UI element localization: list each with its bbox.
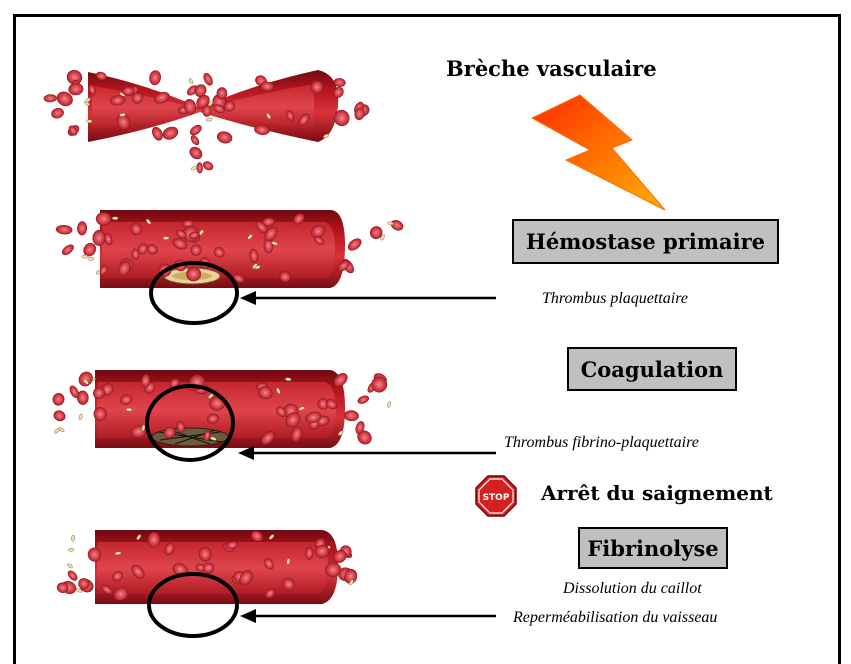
caption-primary-hemostasis: Thrombus plaquettaire [542, 290, 688, 308]
diagram-title: Brèche vasculaire [446, 56, 657, 81]
step-box-coagulation: Coagulation [567, 347, 737, 391]
stop-sign-icon: STOP [476, 476, 516, 516]
lightning-icon [532, 95, 665, 210]
caption-coagulation: Thrombus fibrino-plaquettaire [504, 434, 699, 452]
arrow-left-icon [240, 609, 496, 623]
vessel-4-fibrinolysis [95, 530, 338, 604]
arrow-left-icon [240, 291, 496, 305]
caption-fibrinolysis-1: Dissolution du caillot [563, 580, 702, 598]
stop-sign-text: STOP [483, 493, 510, 503]
step-box-primary-hemostasis: Hémostase primaire [512, 219, 779, 264]
arrow-left-icon [238, 446, 496, 460]
caption-fibrinolysis-2: Reperméabilisation du vaisseau [513, 609, 717, 627]
step-box-fibrinolysis: Fibrinolyse [578, 527, 728, 569]
blood-cells-decoration [44, 68, 405, 604]
stop-bleeding-label: Arrêt du saignement [541, 481, 773, 505]
